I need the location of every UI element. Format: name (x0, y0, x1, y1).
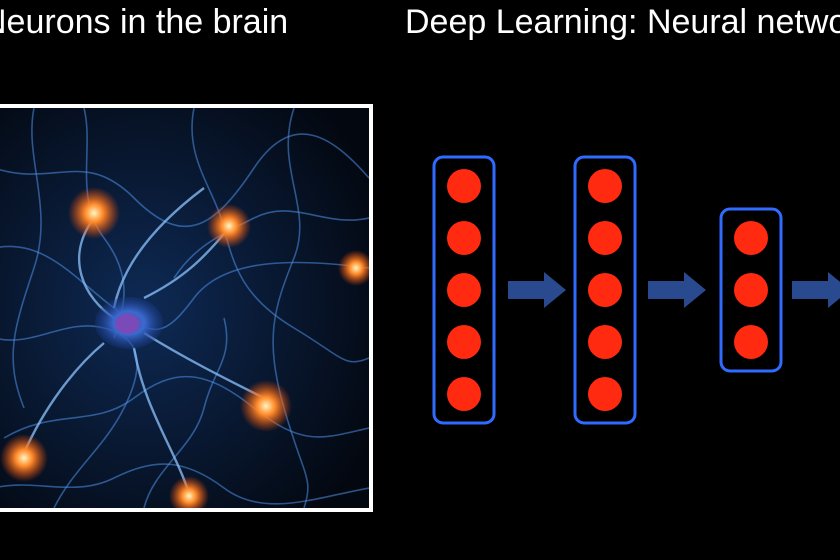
neuron-node (588, 221, 622, 255)
neuron-node (588, 273, 622, 307)
right-title: Deep Learning: Neural network (405, 3, 840, 41)
neuron-node (447, 325, 481, 359)
neuron-node (734, 273, 768, 307)
arrow-icon (508, 272, 566, 308)
arrow-icon (792, 272, 840, 308)
arrow-icon (648, 272, 706, 308)
left-title: Neurons in the brain (0, 3, 289, 41)
neuron-node (447, 169, 481, 203)
layer-box (719, 207, 783, 373)
neuron-node (447, 273, 481, 307)
neurons-photo (0, 104, 373, 512)
neuron-node (734, 221, 768, 255)
neural-network-diagram (432, 155, 840, 425)
neuron-node (588, 377, 622, 411)
layer-box (573, 155, 637, 425)
neuron-node (447, 221, 481, 255)
neuron-node (447, 377, 481, 411)
neuron-node (588, 325, 622, 359)
neuron-node (588, 169, 622, 203)
layer-box (432, 155, 496, 425)
neuron-node (734, 325, 768, 359)
